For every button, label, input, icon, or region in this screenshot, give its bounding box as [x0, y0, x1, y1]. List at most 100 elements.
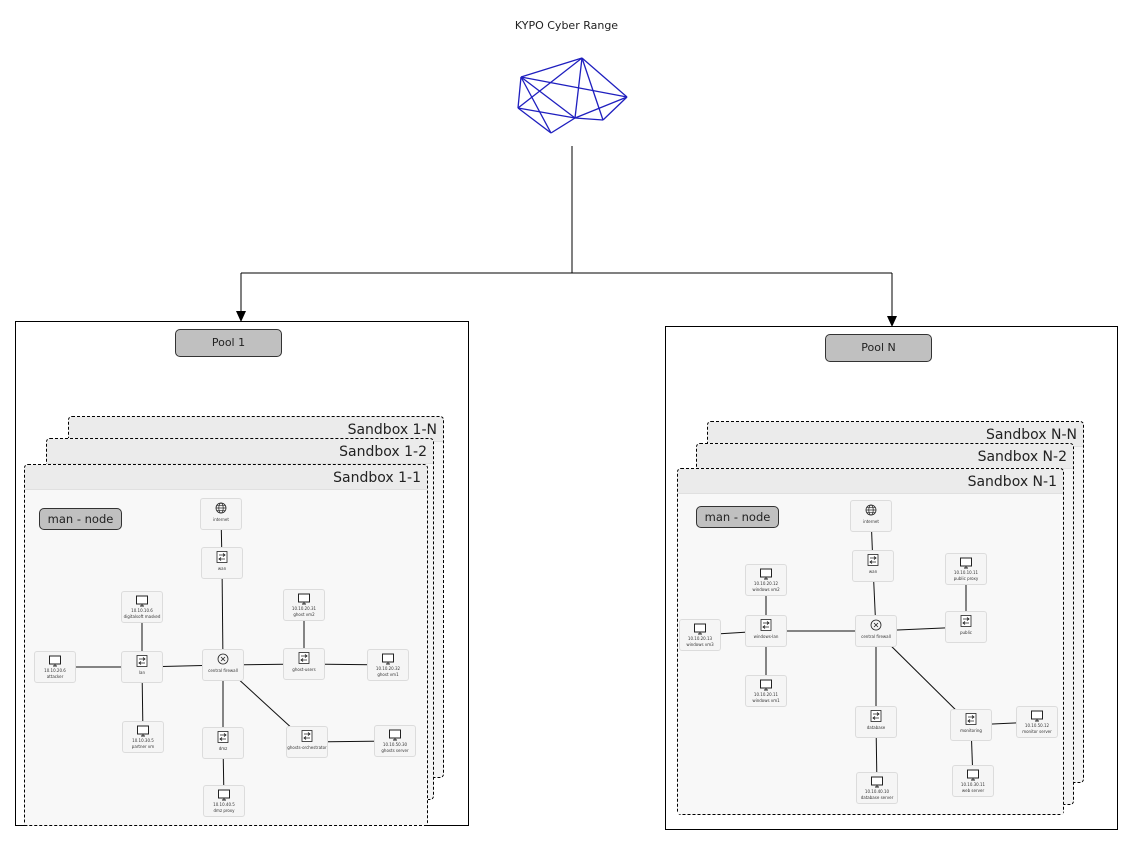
- node-wan[interactable]: wan: [852, 550, 894, 582]
- node-label: ghosts-orchestrator: [287, 745, 327, 750]
- node-ip: 10.10.20.11: [753, 692, 779, 697]
- computer-icon: [694, 623, 706, 635]
- node-label: central firewall: [208, 668, 238, 673]
- computer-icon: [382, 653, 394, 665]
- node-central-firewall[interactable]: central firewall: [855, 615, 897, 647]
- sandbox-title: Sandbox N-1: [678, 469, 1063, 494]
- node-monitoring[interactable]: monitoring: [950, 709, 992, 741]
- node-label: public proxy: [953, 576, 979, 581]
- node-ip: 10.10.40.5: [213, 802, 235, 807]
- node-label: windows vm2: [752, 587, 780, 592]
- computer-icon: [871, 776, 883, 788]
- node-ip: 10.10.50.30: [382, 742, 408, 747]
- node-lan[interactable]: lan: [121, 651, 163, 683]
- node-label: database: [866, 725, 886, 730]
- node-wan[interactable]: wan: [201, 547, 243, 579]
- node-ip: 10.10.40.10: [864, 789, 890, 794]
- node-label: windows vm1: [752, 698, 780, 703]
- sandbox-title: Sandbox N-2: [697, 444, 1073, 469]
- switch-icon: [965, 713, 977, 725]
- computer-icon: [298, 593, 310, 605]
- globe-icon: [865, 504, 877, 516]
- node-central-firewall[interactable]: central firewall: [202, 649, 244, 681]
- switch-icon: [217, 731, 229, 743]
- pool-1-label: Pool 1: [175, 329, 282, 357]
- node-ip: 10.10.10.11: [953, 570, 979, 575]
- diagram-title: KYPO Cyber Range: [514, 19, 619, 32]
- node-ip: 10.10.10.6: [131, 608, 153, 613]
- node-ip: 10.10.20.12: [753, 581, 779, 586]
- computer-icon: [136, 595, 148, 607]
- computer-icon: [218, 789, 230, 801]
- node-ip: 10.10.50.12: [1024, 723, 1050, 728]
- kypo-network-logo-icon: [517, 57, 628, 134]
- node-label: attacker: [46, 674, 64, 679]
- switch-icon: [301, 730, 313, 742]
- node-label: lan: [138, 670, 146, 675]
- node-ghost-users[interactable]: ghost-users: [283, 648, 325, 680]
- node-dmz[interactable]: dmz: [202, 727, 244, 759]
- switch-icon: [216, 551, 228, 563]
- globe-icon: [215, 502, 227, 514]
- node-label: dmz proxy: [213, 808, 235, 813]
- computer-icon: [1031, 710, 1043, 722]
- node-label: partner vm: [131, 744, 155, 749]
- node-label: database server: [860, 795, 894, 800]
- node-ip: 10.10.20.13: [687, 636, 713, 641]
- man-node-label: man - node: [39, 508, 122, 530]
- sandbox-title: Sandbox 1-N: [69, 417, 443, 442]
- switch-icon: [760, 619, 772, 631]
- node-database[interactable]: database: [855, 706, 897, 738]
- node-internet[interactable]: internet: [850, 500, 892, 532]
- node-label: windows vm3: [686, 642, 714, 647]
- node-ip: 10.10.30.11: [960, 782, 986, 787]
- node-windows-lan[interactable]: windows-lan: [745, 615, 787, 647]
- node-label: central firewall: [861, 634, 891, 639]
- node-ip: 10.10.20.31: [291, 606, 317, 611]
- node-label: wan: [868, 569, 878, 574]
- node-internet[interactable]: internet: [200, 498, 242, 530]
- computer-icon: [137, 725, 149, 737]
- node-label: internet: [213, 517, 229, 522]
- node-label: public: [959, 630, 973, 635]
- switch-icon: [136, 655, 148, 667]
- computer-icon: [760, 568, 772, 580]
- switch-icon: [870, 710, 882, 722]
- computer-icon: [760, 679, 772, 691]
- sandbox-title: Sandbox 1-2: [47, 439, 433, 464]
- node-label: dmz: [218, 746, 228, 751]
- node-public[interactable]: public: [945, 611, 987, 643]
- switch-icon: [960, 615, 972, 627]
- sandbox-title: Sandbox 1-1: [25, 465, 427, 490]
- node-label: web server: [961, 788, 985, 793]
- switch-icon: [867, 554, 879, 566]
- node-label: internet: [863, 519, 879, 524]
- node-ip: 10.10.20.6: [44, 668, 66, 673]
- node-label: digitalsoft masked: [123, 614, 161, 619]
- router-firewall-icon: [217, 653, 229, 665]
- node-ghosts-orchestrator[interactable]: ghosts-orchestrator: [286, 726, 328, 758]
- node-label: monitoring: [960, 728, 982, 733]
- node-ip: 10.10.20.32: [375, 666, 401, 671]
- pool-n-label: Pool N: [825, 334, 932, 362]
- computer-icon: [960, 557, 972, 569]
- node-ip: 10.10.30.5: [132, 738, 154, 743]
- sandbox-topology: [678, 494, 1063, 814]
- computer-icon: [967, 769, 979, 781]
- sandbox-1-1[interactable]: Sandbox 1-1: [24, 464, 428, 826]
- node-label: ghosts server: [381, 748, 409, 753]
